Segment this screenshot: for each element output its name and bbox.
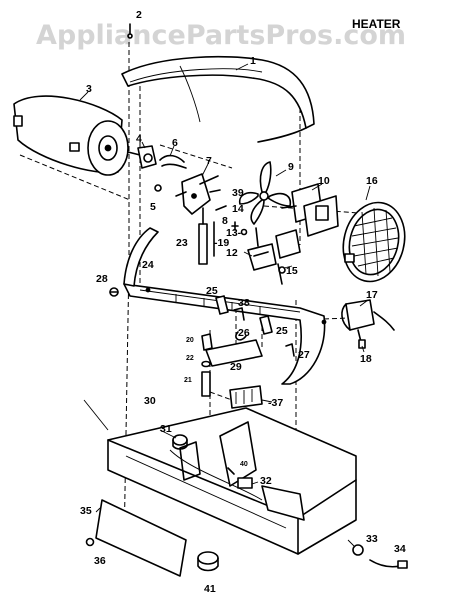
callout-4: 4 — [136, 133, 142, 145]
callout-6: 6 — [172, 137, 178, 149]
part-22-washer — [201, 360, 211, 368]
part-10-fan-motor — [281, 183, 339, 237]
part-30-fuel-tank — [107, 407, 357, 555]
part-34-power-cord — [369, 559, 408, 569]
part-33-drain-plug — [352, 544, 364, 556]
part-21-filter — [201, 371, 211, 397]
callout-2: 2 — [136, 9, 142, 21]
callout-7: 7 — [206, 155, 212, 167]
part-25-bracket-left — [215, 295, 229, 315]
callout-30: 30 — [144, 395, 156, 407]
part-1-top-housing — [121, 55, 315, 143]
callout-16: 16 — [366, 175, 378, 187]
callout-18: 18 — [360, 353, 372, 365]
part-35-side-panel — [95, 499, 187, 577]
part-27-clamp — [285, 343, 295, 357]
leader-lines — [79, 63, 371, 547]
callout-35: 35 — [80, 505, 92, 517]
callout-1: 1 — [250, 55, 256, 67]
callout-5: 5 — [150, 201, 156, 213]
callout-12: 12 — [226, 247, 238, 259]
callout-33: 33 — [366, 533, 378, 545]
part-3-motor — [13, 95, 145, 176]
part-6-wire-clip — [159, 154, 187, 169]
callout-37: -37 — [268, 397, 283, 409]
callout-10: 10 — [318, 175, 330, 187]
callout-26: 26 — [238, 327, 250, 339]
callout-38: 38 — [238, 297, 250, 309]
callout-14: 14 — [232, 203, 244, 215]
part-40-screw — [227, 467, 235, 475]
part-12-bracket — [247, 227, 277, 271]
callout-17: 17 — [366, 289, 378, 301]
callout-27: 27 — [298, 349, 310, 361]
callout-40: 40 — [240, 461, 248, 468]
callout-24: 24 — [142, 259, 154, 271]
part-26-electrode — [235, 331, 247, 341]
callout-25-left: 25 — [206, 285, 218, 297]
callout-29: 29 — [230, 361, 242, 373]
callout-28: 28 — [96, 273, 108, 285]
callout-41: 41 — [204, 583, 216, 595]
part-8-bolt — [231, 221, 239, 231]
part-41-foot — [197, 551, 219, 572]
part-25-bracket-right — [259, 315, 273, 335]
callout-23: 23 — [176, 237, 188, 249]
part-4-coupling — [137, 145, 157, 169]
part-36-screw — [85, 537, 95, 547]
callout-8: 8 — [222, 215, 228, 227]
part-14-screw — [215, 205, 227, 211]
part-31-filler-cap — [172, 434, 188, 450]
part-5-washer — [154, 184, 162, 192]
part-32-fuel-gauge — [237, 477, 253, 489]
part-16-fan-guard — [342, 201, 406, 283]
part-29-base-plate — [205, 339, 263, 367]
part-24-lower-housing — [123, 227, 327, 385]
callout-31: 31 — [160, 423, 172, 435]
part-38-clip — [233, 307, 245, 321]
callout-22: 22 — [186, 355, 194, 362]
callout-19: -19 — [214, 237, 229, 249]
part-23-tube — [198, 207, 208, 265]
part-9-fan-blade — [238, 161, 292, 225]
part-13-screw — [240, 228, 248, 236]
callout-39: 39 — [232, 187, 244, 199]
part-7-bracket — [175, 173, 219, 215]
part-28-screw — [109, 287, 119, 297]
callout-32: 32 — [260, 475, 272, 487]
part-39-nut — [209, 189, 221, 193]
part-20-fitting — [201, 333, 213, 351]
callout-13: 13- — [226, 227, 242, 239]
part-17-pump-assembly — [341, 299, 395, 347]
callout-3: 3 — [86, 83, 92, 95]
part-18-fitting — [358, 339, 366, 349]
part-2-screw — [127, 23, 133, 39]
part-15-cell — [275, 229, 301, 285]
callout-15: 15 — [286, 265, 298, 277]
part-37-terminal-block — [229, 385, 263, 409]
callout-25-right: 25 — [276, 325, 288, 337]
callout-34: 34 — [394, 543, 406, 555]
callout-21: 21 — [184, 377, 192, 384]
callout-labels: 1 2 3 4 5 6 7 8 9 10 12 13- 14 15 16 17 … — [80, 9, 406, 595]
watermark: AppliancePartsPros.com — [36, 20, 406, 51]
callout-9: 9 — [288, 161, 294, 173]
header-label: HEATER — [352, 17, 401, 31]
callout-36: 36 — [94, 555, 106, 567]
callout-20: 20 — [186, 337, 194, 344]
